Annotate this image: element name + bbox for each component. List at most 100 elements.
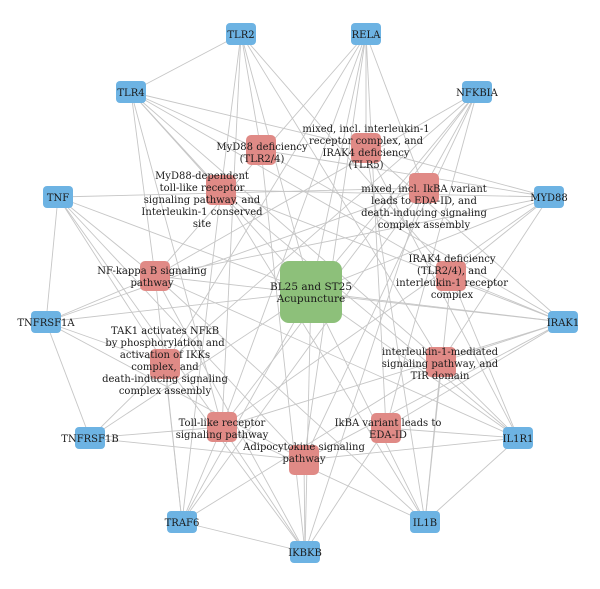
gene-label-ikbkb: IKBKB [288, 548, 322, 559]
edge-p4-TNFRSF1A [45, 187, 425, 323]
edge-p3-IRAK1 [220, 189, 564, 323]
edge-p11-IKBKB [303, 459, 306, 553]
edge-p9-IKBKB [304, 427, 387, 553]
edge-p11-TNF [57, 196, 305, 461]
pathway-node-p10[interactable] [207, 412, 237, 442]
edge-p3-TLR4 [130, 91, 222, 191]
edge-p11-TNFRSF1A [45, 321, 305, 461]
edge-p8-TLR4 [130, 91, 442, 363]
edge-p7-TNFRSF1A [45, 321, 166, 365]
pathway-label-p2-line: mixed, incl. interleukin-1 [302, 124, 429, 135]
edge-p8-IL1B [424, 361, 442, 523]
gene-node-myd88[interactable] [534, 186, 564, 208]
edge-p3-MYD88 [220, 189, 550, 198]
pathway-node-p6[interactable] [436, 261, 466, 291]
pathway-label-p5-line: pathway [131, 278, 174, 289]
gene-node-tlr2[interactable] [226, 23, 256, 45]
pathway-node-p3[interactable] [206, 175, 236, 205]
pathway-node-p11[interactable] [289, 445, 319, 475]
edge-p3-TRAF6 [181, 189, 222, 523]
gene-node-il1b[interactable] [410, 511, 440, 533]
pathway-label-p3-line: toll-like receptor [160, 183, 245, 194]
edge-center-MYD88 [310, 196, 550, 293]
gene-label-rela: RELA [352, 30, 381, 41]
edge-p2-IL1B [365, 147, 426, 523]
pathway-node-p2[interactable] [351, 133, 381, 163]
pathway-label-p6-line: complex [431, 290, 474, 301]
edge-p5-IL1R1 [154, 275, 519, 439]
gene-label-traf6: TRAF6 [165, 518, 200, 529]
pathway-label-p7-line: by phosphorylation and [105, 338, 225, 349]
gene-node-tnf[interactable] [43, 186, 73, 208]
pathway-label-p4-line: death-inducing signaling [361, 208, 487, 219]
pathway-label-p4-line: leads to EDA-ID, and [371, 196, 477, 207]
gene-label-myd88: MYD88 [530, 193, 568, 204]
pathway-label-p3-line: signaling pathway, and [144, 195, 261, 206]
edge-p3-TLR2 [220, 33, 242, 191]
gene-node-tnfrsf1a[interactable] [31, 311, 61, 333]
center-label-line: BL25 and ST25 [270, 281, 352, 293]
edge-p2-IL1R1 [365, 147, 519, 439]
label-layer: MyD88 deficiency(TLR2/4)mixed, incl. int… [17, 30, 579, 559]
pathway-node-p4[interactable] [409, 173, 439, 203]
gene-label-tlr4: TLR4 [117, 88, 144, 99]
edge-p6-IRAK1 [450, 275, 564, 323]
pathway-label-p11-line: pathway [283, 454, 326, 465]
gene-node-traf6[interactable] [167, 511, 197, 533]
edge-p5-TNFRSF1A [45, 275, 156, 323]
pathway-label-p3-line: MyD88-dependent [155, 171, 249, 182]
edge-p1-TLR4 [130, 91, 262, 151]
edge-p7-TRAF6 [164, 363, 183, 523]
pathway-node-p9[interactable] [371, 413, 401, 443]
gene-label-irak1: IRAK1 [547, 318, 580, 329]
gene-label-il1b: IL1B [413, 518, 437, 529]
center-node[interactable] [280, 261, 342, 323]
pathway-label-p3-line: Interleukin-1 conserved [141, 207, 263, 218]
edge-center-TNFRSF1A [45, 291, 312, 323]
edge-p6-TLR2 [240, 33, 452, 277]
edge-p7-RELA [164, 33, 367, 365]
pathway-label-p7-line: TAK1 activates NFkB [111, 326, 219, 337]
gene-node-ikbkb[interactable] [290, 541, 320, 563]
edge-p6-IL1R1 [450, 275, 519, 439]
edge-p2-TLR4 [130, 91, 367, 149]
edge-center-IL1R1 [310, 291, 519, 439]
gene-label-il1r1: IL1R1 [503, 434, 534, 445]
edge-p10-TLR4 [130, 91, 223, 428]
pathway-label-p9-line: IkBA variant leads to [335, 418, 442, 429]
pathway-label-p7-line: death-inducing signaling [102, 374, 228, 385]
edge-center-NFKBIA [310, 91, 478, 293]
edge-p5-IL1B [154, 275, 426, 523]
edge-p5-IRAK1 [154, 275, 564, 323]
gene-node-rela[interactable] [351, 23, 381, 45]
edge-p10-IKBKB [221, 426, 306, 553]
gene-node-nfkbia[interactable] [462, 81, 492, 103]
gene-node-tnfrsf1b[interactable] [75, 427, 105, 449]
pathway-label-p9-line: EDA-ID [369, 430, 407, 441]
edge-p1-MYD88 [260, 149, 550, 198]
gene-node-irak1[interactable] [548, 311, 578, 333]
pathway-node-p7[interactable] [150, 349, 180, 379]
pathway-label-p8-line: TIR domain [411, 371, 470, 382]
pathway-label-p4-line: complex assembly [378, 220, 471, 231]
edge-IL1B-IL1R1 [424, 437, 519, 523]
edge-TNFRSF1A-TNFRSF1B [45, 321, 91, 439]
gene-node-tlr4[interactable] [116, 81, 146, 103]
pathway-node-p1[interactable] [246, 135, 276, 165]
edge-p11-TNFRSF1B [89, 437, 305, 461]
pathway-node-p8[interactable] [426, 347, 456, 377]
pathway-label-p2-line: receptor complex, and [309, 136, 424, 147]
edge-center-TRAF6 [181, 291, 312, 523]
pathway-node-p5[interactable] [140, 261, 170, 291]
edge-p10-IRAK1 [221, 321, 564, 428]
pathway-label-p4-line: mixed, incl. IkBA variant [361, 184, 487, 195]
edge-TNF-TNFRSF1A [45, 196, 59, 323]
gene-node-il1r1[interactable] [503, 427, 533, 449]
